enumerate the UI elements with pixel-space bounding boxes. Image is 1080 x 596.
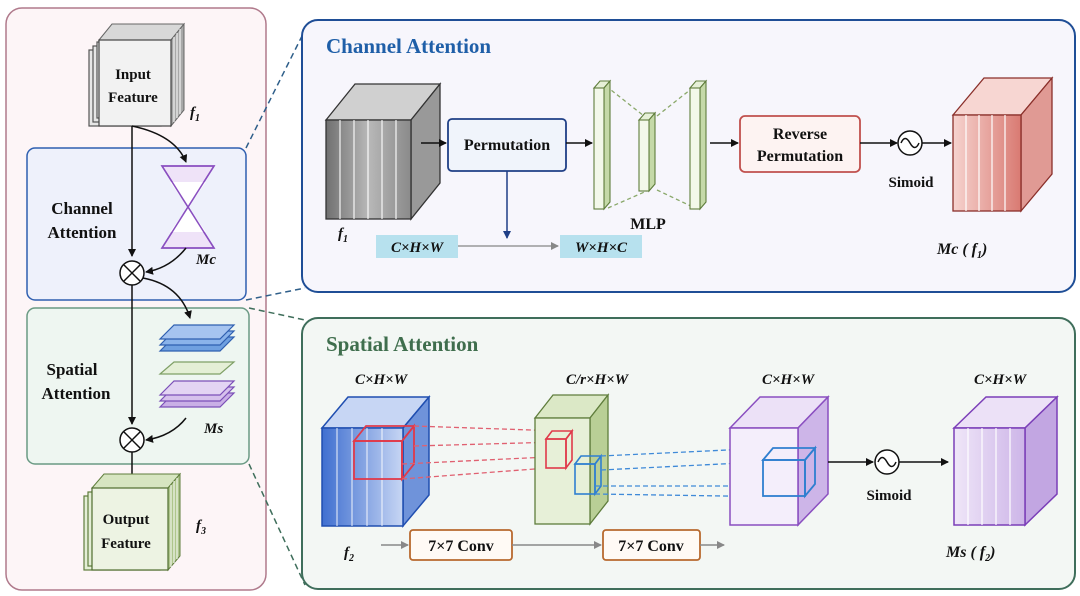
channel-output-cube bbox=[951, 76, 1054, 213]
shape-tag-in-text: C×H×W bbox=[391, 240, 445, 256]
conv1-label: 7×7 Conv bbox=[428, 538, 494, 555]
connector-channel-bottom bbox=[245, 287, 306, 301]
spatial-attention-line1: Spatial bbox=[46, 360, 97, 379]
output-feature-cube bbox=[83, 472, 182, 572]
channel-attention-panel bbox=[301, 19, 1076, 293]
f3-label: f3 bbox=[196, 518, 206, 537]
to-ms-arrow bbox=[142, 277, 192, 319]
input-label-line1: Input bbox=[115, 67, 151, 83]
to-mc-arrow bbox=[131, 125, 188, 163]
spatial-sigmoid-label: Simoid bbox=[866, 488, 912, 504]
output-label-line2: Feature bbox=[101, 536, 151, 552]
spatial-f2-label: f2 bbox=[344, 545, 354, 564]
spatial-shape-3: C×H×W bbox=[762, 372, 816, 388]
spatial-output-cube bbox=[952, 395, 1059, 527]
input-label-line2: Feature bbox=[108, 90, 158, 106]
input-feature-cube bbox=[88, 22, 186, 128]
channel-sigmoid-label: Simoid bbox=[888, 175, 934, 191]
channel-input-cube bbox=[324, 82, 442, 221]
mlp-label: MLP bbox=[630, 216, 666, 233]
spatial-shape-2: C/r×H×W bbox=[566, 372, 630, 388]
channel-attention-title: Channel Attention bbox=[326, 34, 491, 58]
spatial-attention-line2: Attention bbox=[42, 384, 111, 403]
spatial-shape-1: C×H×W bbox=[355, 372, 409, 388]
reverse-permutation-box bbox=[739, 115, 861, 173]
shape-tag-out bbox=[560, 235, 642, 258]
spatial-attention-title: Spatial Attention bbox=[326, 332, 479, 356]
ms-label: Ms bbox=[203, 421, 223, 437]
reverse-line2: Permutation bbox=[757, 148, 843, 165]
conv2-label: 7×7 Conv bbox=[618, 538, 684, 555]
permutation-label: Permutation bbox=[464, 137, 550, 154]
channel-f1-label: f1 bbox=[338, 226, 348, 245]
shape-tag-out-text: W×H×C bbox=[575, 240, 628, 256]
spatial-attention-panel bbox=[301, 317, 1076, 590]
spatial-middle-cube bbox=[533, 393, 610, 526]
mc-label: Mc bbox=[195, 252, 216, 268]
spatial-output-label: Ms ( f2) bbox=[945, 544, 995, 564]
multiply-icon-1 bbox=[119, 260, 145, 286]
reverse-line1: Reverse bbox=[773, 126, 827, 143]
spatial-shape-4: C×H×W bbox=[974, 372, 1028, 388]
shape-tag-in bbox=[376, 235, 458, 258]
connector-channel-top bbox=[245, 29, 306, 149]
spatial-third-cube bbox=[728, 395, 830, 527]
multiply-icon-2 bbox=[119, 427, 145, 453]
channel-output-label: Mc ( f1) bbox=[936, 241, 987, 261]
connector-spatial-bottom bbox=[248, 463, 306, 586]
ms-planes-icon bbox=[158, 324, 236, 408]
channel-attention-line2: Attention bbox=[48, 223, 117, 242]
channel-attention-line1: Channel bbox=[51, 199, 113, 218]
mlp-block bbox=[592, 79, 708, 211]
output-label-line1: Output bbox=[103, 512, 150, 528]
mc-to-multiply-arrow bbox=[145, 247, 187, 275]
ms-to-multiply-arrow bbox=[145, 417, 187, 443]
spatial-sigmoid-icon bbox=[874, 449, 900, 475]
spatial-input-cube bbox=[320, 394, 431, 529]
channel-sigmoid-icon bbox=[897, 130, 923, 156]
f1-label: f1 bbox=[190, 105, 200, 124]
